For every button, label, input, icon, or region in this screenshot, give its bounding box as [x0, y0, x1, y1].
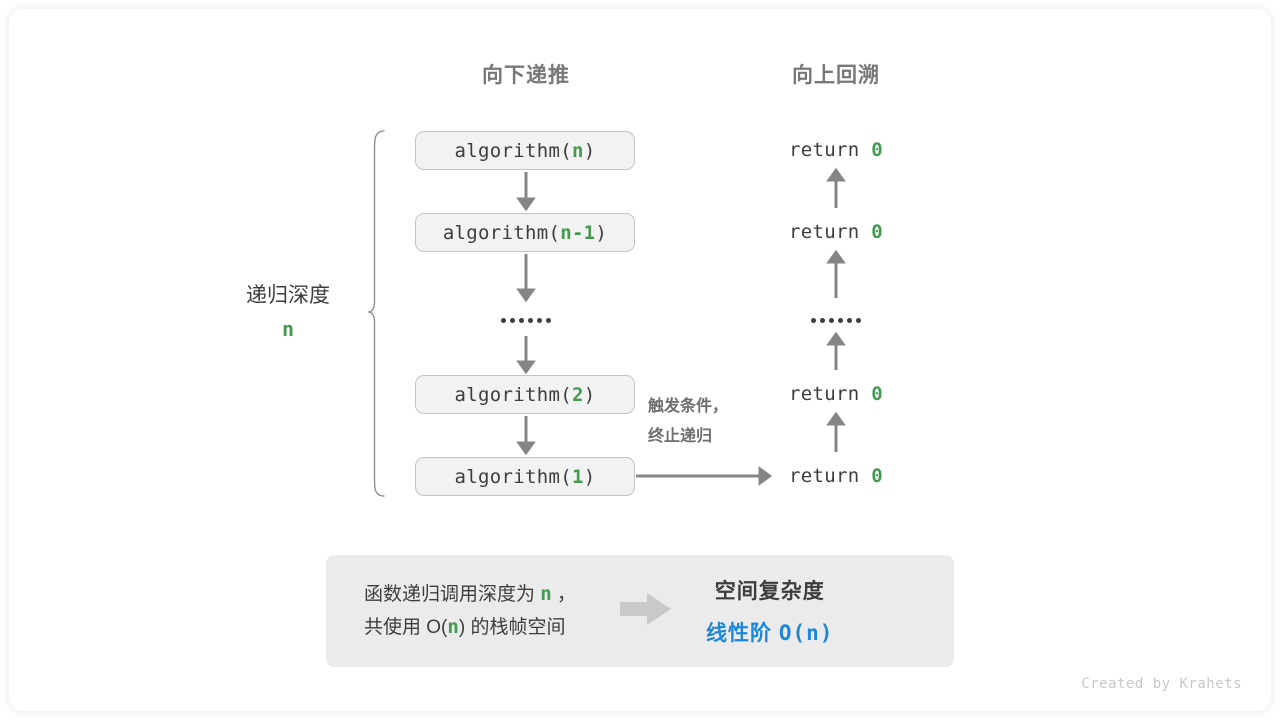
call-box-suffix: )	[583, 465, 596, 488]
return-keyword: return	[789, 221, 860, 243]
return-keyword: return	[789, 383, 860, 405]
summary-line1-b: ，	[551, 583, 577, 605]
call-box-n: algorithm(n)	[415, 131, 635, 170]
summary-line2-b: ) 的栈帧空间	[458, 617, 566, 638]
complexity-title: 空间复杂度	[714, 580, 825, 603]
recursion-depth-title: 递归深度	[246, 284, 330, 307]
column-header-return-up: 向上回溯	[792, 64, 880, 87]
return-keyword: return	[789, 139, 860, 161]
base-case-note: 触发条件， 终止递归	[648, 392, 728, 451]
call-box-prefix: algorithm(	[454, 465, 572, 488]
summary-line-1: 函数递归调用深度为 n ，	[364, 578, 576, 611]
call-box-prefix: algorithm(	[442, 221, 561, 244]
summary-line-2: 共使用 O(n) 的栈帧空间	[364, 611, 576, 644]
summary-line1-var: n	[540, 582, 552, 605]
call-box-prefix: algorithm(	[454, 139, 572, 162]
return-label-3: return 0	[789, 383, 883, 405]
return-value: 0	[871, 465, 883, 487]
call-box-suffix: )	[583, 139, 596, 162]
summary-box: 函数递归调用深度为 n ， 共使用 O(n) 的栈帧空间 空间复杂度 线性阶 O…	[326, 555, 954, 667]
complexity-order: 线性阶	[706, 622, 779, 645]
return-keyword: return	[789, 465, 860, 487]
call-box-suffix: )	[595, 221, 608, 244]
call-box-suffix: )	[583, 383, 596, 406]
return-value: 0	[871, 221, 883, 243]
call-box-prefix: algorithm(	[454, 383, 572, 406]
return-value: 0	[871, 139, 883, 161]
call-box-1: algorithm(1)	[415, 457, 635, 496]
base-case-note-line2: 终止递归	[648, 427, 713, 445]
ellipsis-dots-left	[501, 318, 551, 323]
return-label-2: return 0	[789, 221, 883, 243]
summary-line2-var: n	[447, 616, 459, 638]
return-label-4: return 0	[789, 465, 883, 487]
return-label-1: return 0	[789, 139, 883, 161]
call-box-n-minus-1: algorithm(n-1)	[415, 213, 635, 252]
call-box-2: algorithm(2)	[415, 375, 635, 414]
column-header-recurse-down: 向下递推	[482, 64, 570, 87]
summary-line2-a: 共使用 O(	[364, 617, 448, 638]
complexity-big-o: O(n)	[778, 621, 834, 645]
call-box-arg: 2	[571, 383, 584, 406]
complexity-value: 线性阶 O(n)	[706, 617, 833, 647]
call-box-arg: n-1	[560, 221, 596, 244]
recursion-depth-value: n	[281, 317, 295, 342]
return-value: 0	[871, 383, 883, 405]
credit-text: Created by Krahets	[1081, 676, 1242, 692]
call-box-arg: 1	[571, 465, 584, 488]
call-box-arg: n	[571, 139, 584, 162]
summary-text: 函数递归调用深度为 n ， 共使用 O(n) 的栈帧空间	[364, 578, 576, 645]
ellipsis-dots-right	[811, 318, 861, 323]
base-case-note-line1: 触发条件，	[648, 398, 729, 415]
summary-arrow-icon	[620, 592, 672, 631]
recursion-depth-label: 递归深度 n	[246, 283, 330, 341]
summary-line1-a: 函数递归调用深度为	[364, 583, 541, 605]
complexity-result: 空间复杂度 线性阶 O(n)	[706, 575, 833, 647]
